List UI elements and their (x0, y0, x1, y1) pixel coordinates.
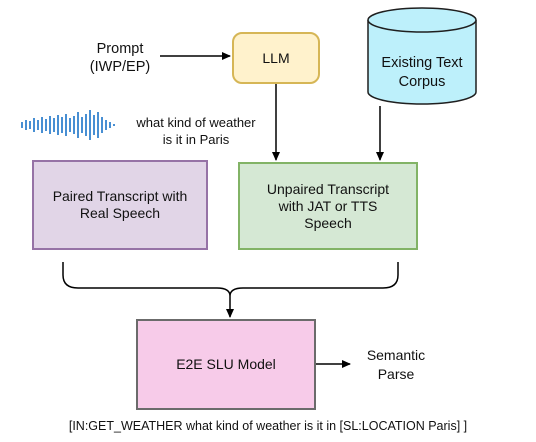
llm-box: LLM (232, 32, 320, 84)
corpus-cylinder (367, 7, 477, 105)
utterance-label: what kind of weather is it in Paris (136, 115, 256, 147)
e2e-slu-model-box: E2E SLU Model (136, 319, 316, 410)
unpaired-transcript-label: Unpaired Transcript with JAT or TTS Spee… (266, 180, 390, 231)
e2e-slu-model-label: E2E SLU Model (176, 356, 276, 372)
prompt-label: Prompt (IWP/EP) (89, 41, 151, 75)
corpus-label: Existing Text Corpus (381, 55, 463, 90)
unpaired-transcript-box: Unpaired Transcript with JAT or TTS Spee… (238, 162, 418, 250)
paired-transcript-box: Paired Transcript with Real Speech (32, 160, 208, 250)
llm-label: LLM (262, 49, 290, 66)
speech-waveform-icon (21, 110, 115, 140)
semantic-parse-label: Semantic Parse (366, 347, 426, 382)
merge-brace (62, 262, 399, 297)
parse-example: [IN:GET_WEATHER what kind of weather is … (68, 419, 468, 433)
paired-transcript-label: Paired Transcript with Real Speech (52, 188, 188, 221)
